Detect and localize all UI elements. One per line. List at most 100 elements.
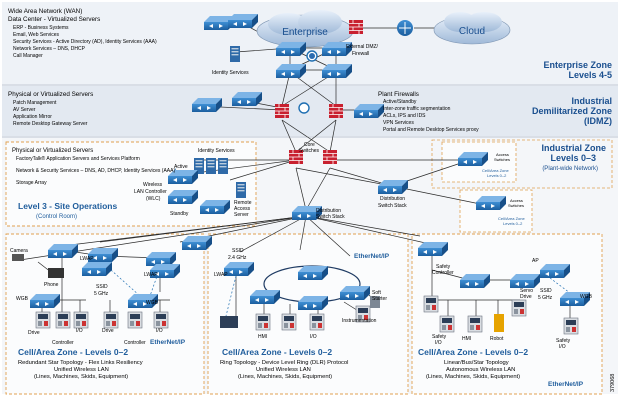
safety-controller-icon [423,295,439,313]
cell-zone-2-panel [207,233,409,395]
core-label: Core [304,142,315,148]
internet-cloud-label: Cloud [459,26,485,37]
idmz-switch-icon [232,92,262,106]
io-label: I/O [310,334,317,340]
servo-label: Servo [520,288,533,294]
wan-title: Wide Area Network (WAN) [8,8,82,15]
ring-switch-icon [340,286,370,300]
safety-io-icon [439,315,455,333]
cell3-switch-icon [418,242,448,256]
site-ops-sub: (Control Room) [36,214,77,220]
drive-icon [103,311,119,329]
wgb-icon [30,294,60,308]
io-label: I/O [76,328,83,334]
site-bullet: Network & Security Services – DNS, AD, D… [16,168,175,174]
fw-bullet: Portal and Remote Desktop Services proxy [383,127,479,133]
io-icon [309,313,325,331]
access-switches-label-2: Switches [508,203,524,208]
controller-icon [255,313,271,331]
server-icon [218,158,228,174]
ap-icon [540,264,570,278]
io-icon [73,311,89,329]
core-label-2: Switches [299,148,320,154]
drive-label: Drive [28,330,40,336]
idmz-title: Industrial [571,96,612,106]
identity-services-mid: Identity Services [198,148,235,154]
laptop-icon [220,316,238,328]
wlc-standby-icon [168,190,198,204]
cell-zone-2-l2: Unified Wireless LAN [256,367,311,373]
safety-io-icon [563,317,579,335]
wgb-label: WGB [146,300,159,306]
server-icon [206,158,216,174]
wlc-label-3: (WLC) [146,196,161,202]
cell1-switch-icon [146,252,176,266]
robot-icon [494,314,504,332]
wlc-label-2: LAN Controller [134,189,167,195]
safety-io-label: Safety [556,338,571,344]
robot-label: Robot [490,336,504,342]
dmz-bullet: Application Mirror [13,114,52,120]
enterprise-zone-title: Enterprise Zone [543,60,612,70]
ssid-label: SSID [232,248,244,254]
lwap-label: LWAP [214,272,228,278]
idmz-switch-icon [354,104,384,118]
idmz-zone-bg [2,86,618,136]
idmz-title-2: Demilitarized Zone [532,106,612,116]
industrial-zone-title: Industrial Zone [541,143,606,153]
fw-bullet: Inter-zone traffic segmentation [383,106,451,112]
camera-icon [12,254,24,261]
ext-dmz-label: External DMZ/ [346,44,379,50]
figure-id: 379068 [610,374,616,392]
servo-drive-icon [511,299,527,317]
cell1-switch-icon [182,236,212,250]
io-label: I/O [156,328,163,334]
cell-zone-3-l3: (Lines, Machines, Skids, Equipment) [426,374,520,380]
hmi-icon [467,315,483,333]
ssid-label: SSID [540,288,552,294]
cell-zone-mini: Cell/Area Zone [498,216,525,221]
site-ops-title: Level 3 - Site Operations [18,201,117,211]
lwap-icon [224,262,254,276]
dmz-bullet: Patch Management [13,100,57,106]
standby-label: Standby [170,211,189,217]
wgb-label: WGB [580,294,593,300]
industrial-title-panel [431,139,613,189]
core-switch-icon [276,42,306,56]
dist-switch-right-icon [378,180,408,194]
cell-zone-mini: Cell/Area Zone [482,168,509,173]
soft-starter-label-2: Starter [372,296,387,302]
plant-firewall-icon [328,103,344,119]
lwap-label: LWAP [144,272,158,278]
cell-zone-1-title: Cell/Area Zone - Levels 0–2 [18,347,128,357]
ethernetip-logo-1: EtherNet/IP [150,339,186,346]
cell1-switch-icon [48,244,78,258]
industrial-zone-sub: (Plant-wide Network) [542,166,598,172]
lwap-icon [82,262,112,276]
drive-label: Drive [102,328,114,334]
ssid-freq-label: 5 GHz [538,295,553,301]
phone-icon [48,268,64,278]
controller-icon [55,311,71,329]
hmi-label: HMI [462,336,471,342]
controller-label: Controller [124,340,146,346]
cell-zone-1-l3: (Lines, Machines, Skids, Equipment) [34,374,128,380]
soft-starter-label: Soft [372,290,382,296]
cell-zone-1-l2: Unified Wireless LAN [54,367,109,373]
cell-zone-2-l1: Ring Topology - Device Level Ring (DLR) … [220,360,348,366]
access-switches-label-2: Switches [494,157,510,162]
safety-io-label-2: I/O [559,344,566,350]
hmi-label: HMI [258,334,267,340]
soft-starter-icon [370,296,380,308]
drive-icon [35,311,51,329]
cell-zone-2-title: Cell/Area Zone - Levels 0–2 [222,347,332,357]
industrial-zone-levels: Levels 0–3 [550,153,596,163]
remote-label-2: Access [234,206,251,212]
ssid-freq-label: 5 GHz [94,291,109,297]
cell-zone-3-l1: Linear/Bus/Star Topology [444,360,509,366]
io-icon [281,313,297,331]
cell-zone-mini-2: Levels 0–2 [503,221,523,226]
wan-bullet: ERP - Business Systems [13,25,69,31]
enterprise-zone-levels: Levels 4-5 [568,70,612,80]
internet-cloud: Cloud [433,12,511,45]
